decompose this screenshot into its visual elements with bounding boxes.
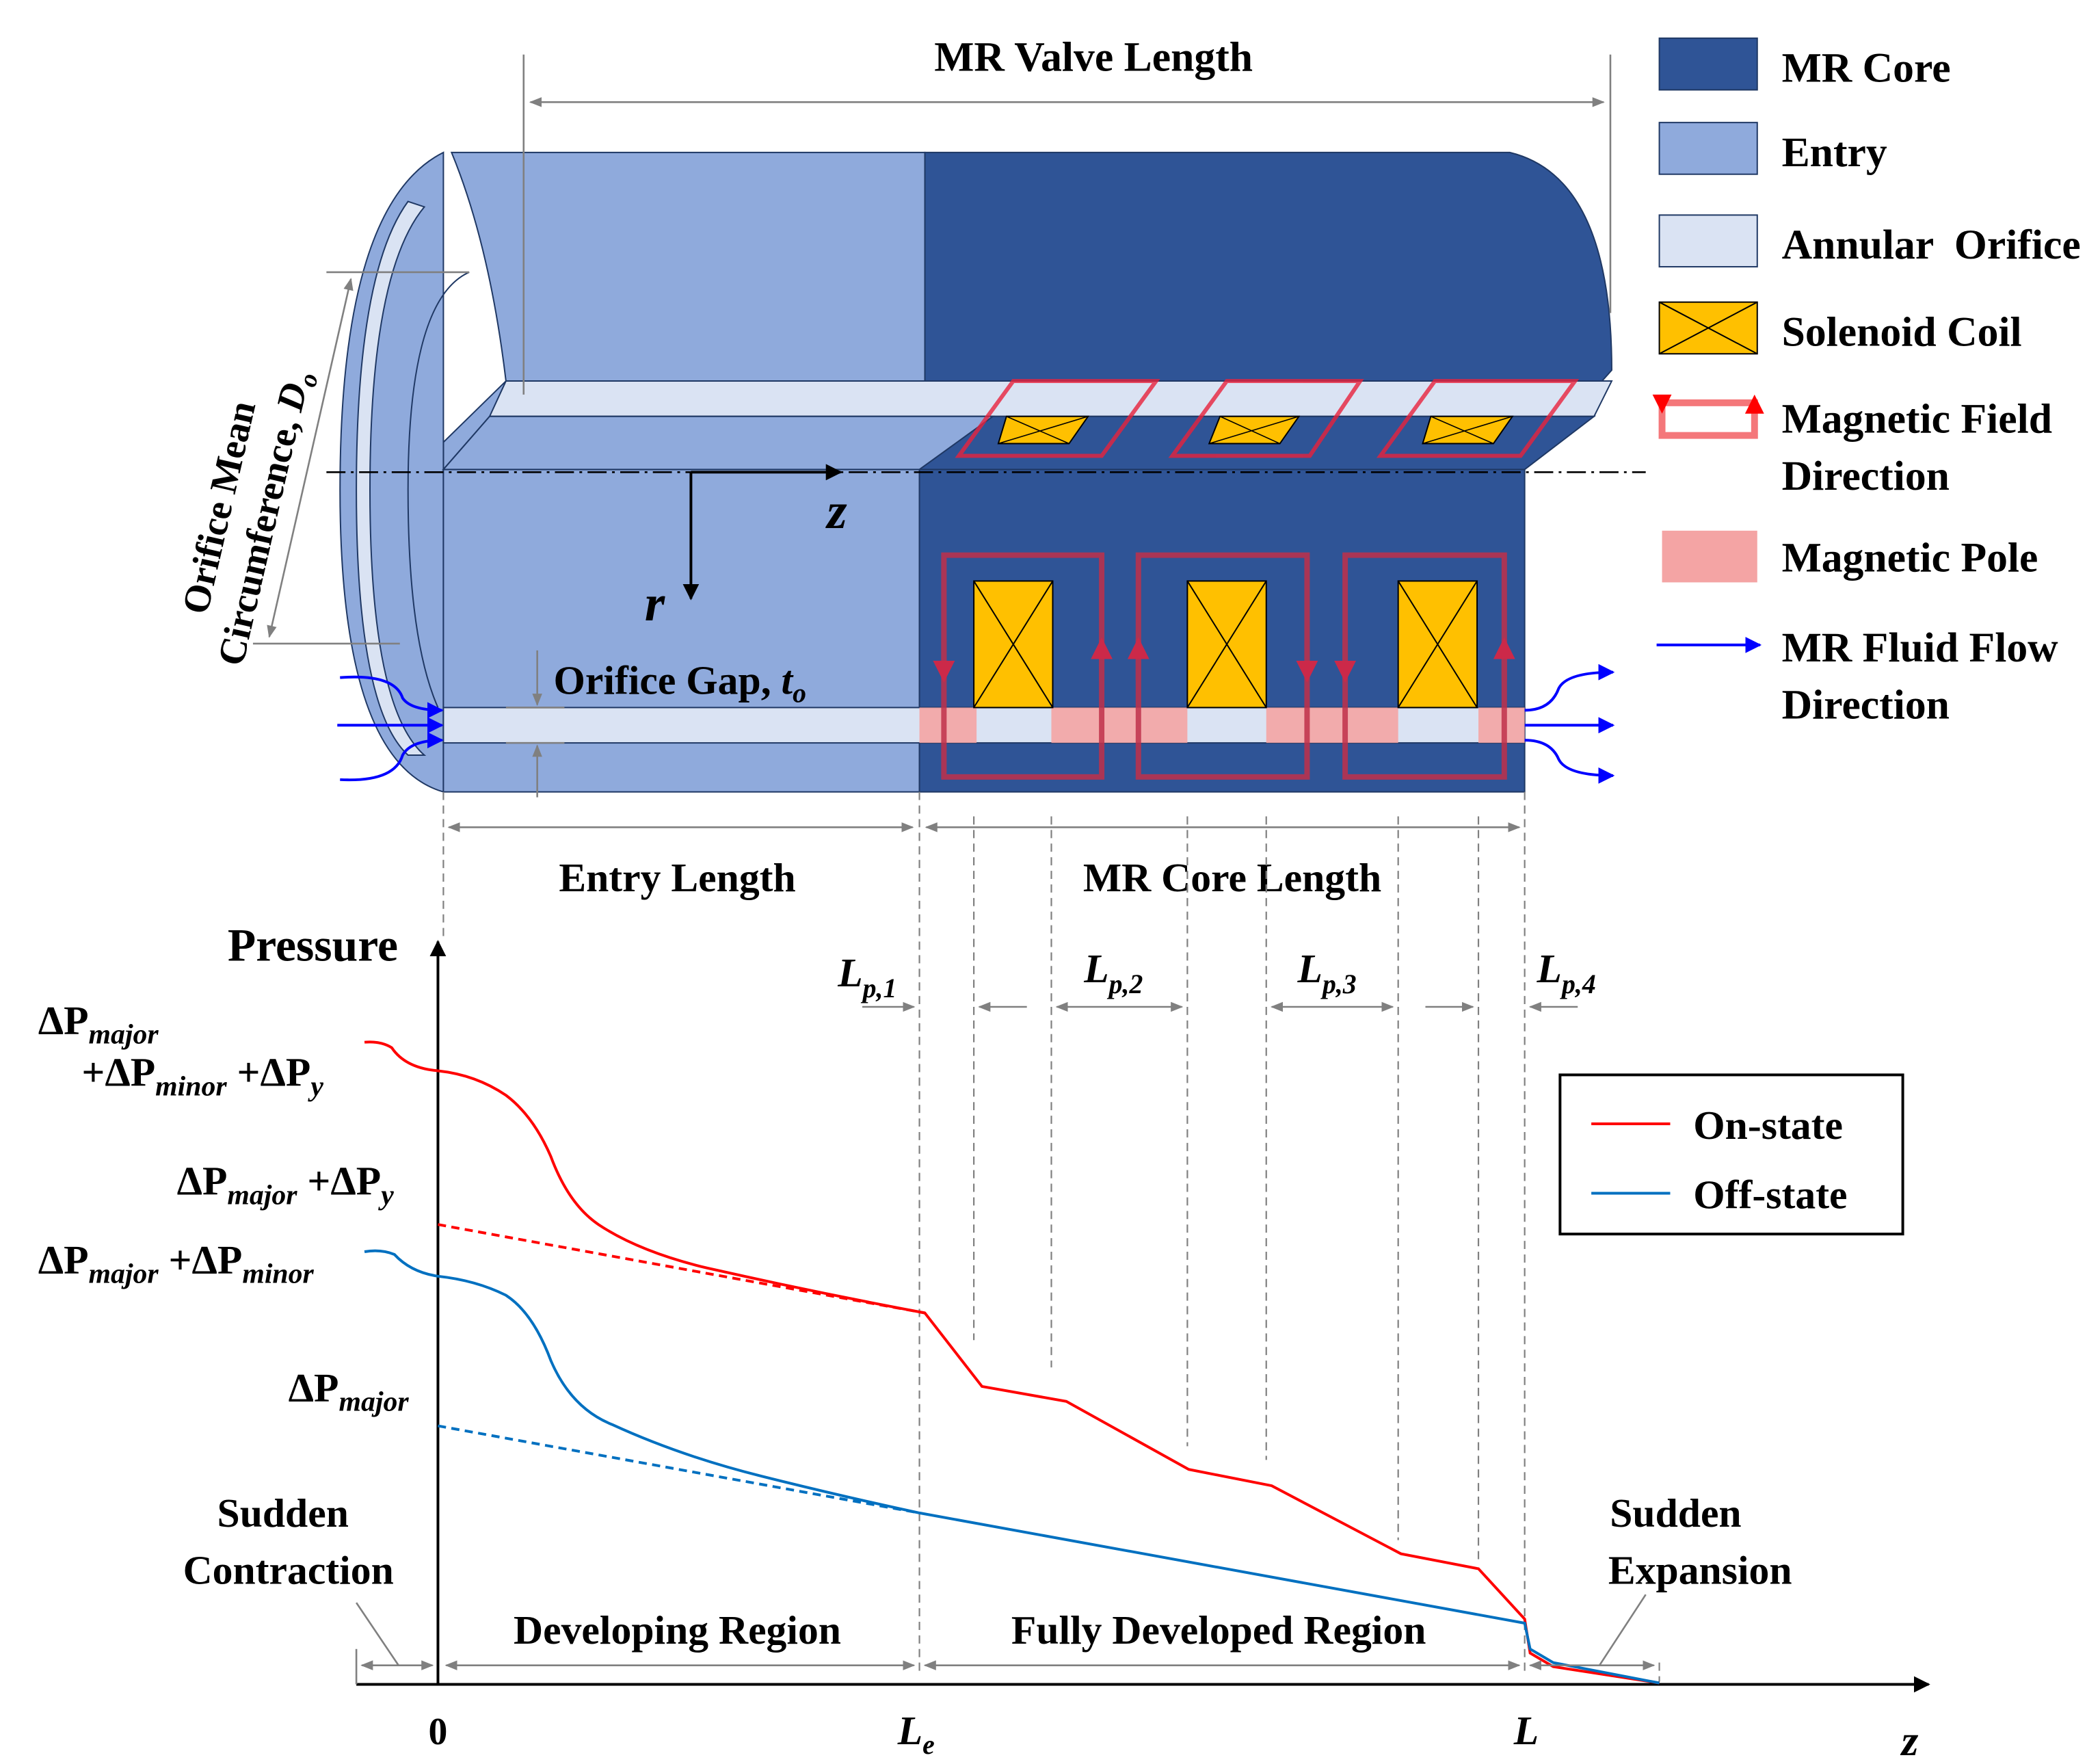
legend-label-off-state: Off-state <box>1693 1172 1847 1217</box>
legend-swatch-annular-orifice <box>1658 214 1758 267</box>
region-fully-developed: Fully Developed Region <box>1011 1607 1426 1653</box>
circumference-label: Orifice Mean Circumference, Do <box>174 371 324 670</box>
off-state-fully-developed-extrapolation <box>438 1424 920 1514</box>
region-expansion-2: Expansion <box>1608 1547 1792 1592</box>
x-tick-zero: 0 <box>429 1711 448 1753</box>
valve-length-label: MR Valve Length <box>934 34 1253 81</box>
annular-orifice-ring <box>356 200 427 757</box>
mr-valve-3d-body: z r MR Valve Length Orifice Mean Circumf… <box>174 34 1646 900</box>
magnetic-field-loops <box>933 552 1515 780</box>
legend-label-magnetic-pole: Magnetic Pole <box>1782 535 2038 581</box>
annular-orifice-top <box>488 380 1613 417</box>
y-label-full-line2: +ΔPminor +ΔPy <box>81 1049 323 1102</box>
orifice-gap-dimension <box>505 650 565 798</box>
pole-label-2: Lp,2 <box>1083 946 1143 999</box>
region-developing: Developing Region <box>514 1607 841 1653</box>
legend-label-magnetic-field-2: Direction <box>1782 453 1950 499</box>
plot-legend: On-state Off-state <box>1558 1073 1904 1236</box>
orifice-gap-label: Orifice Gap, to <box>554 658 806 709</box>
region-contraction-1: Sudden <box>217 1490 349 1536</box>
solenoid-coils-section <box>973 580 1478 709</box>
fluid-flow-arrows <box>337 663 1615 784</box>
pole-label-1: Lp,1 <box>837 950 896 1003</box>
legend-label-mr-fluid-flow-1: MR Fluid Flow <box>1782 624 2059 671</box>
y-label-major: ΔPmajor <box>289 1365 410 1418</box>
x-tick-le: Le <box>897 1708 935 1760</box>
legend-swatch-magnetic-pole <box>1662 530 1757 583</box>
y-label-major-minor: ΔPmajor +ΔPminor <box>38 1237 315 1290</box>
valve-length-dimension <box>522 54 1612 395</box>
x-axis-var: z <box>1900 1716 1919 1762</box>
legend-label-solenoid-coil: Solenoid Coil <box>1782 308 2022 355</box>
y-label-major-y: ΔPmajor +ΔPy <box>177 1158 395 1211</box>
z-axis-label: z <box>825 483 847 540</box>
legend-label-mr-fluid-flow-2: Direction <box>1782 681 1950 728</box>
component-legend: MR Core Entry Annular Orifice Solenoid C… <box>1652 37 2081 728</box>
legend-swatch-mr-core <box>1658 37 1758 91</box>
y-label-full-line1: ΔPmajor <box>38 998 159 1051</box>
on-state-curve <box>364 1040 1660 1685</box>
legend-label-mr-core: MR Core <box>1782 44 1951 91</box>
legend-swatch-magnetic-field <box>1652 394 1764 439</box>
region-expansion-1: Sudden <box>1610 1490 1741 1536</box>
off-state-curve <box>364 1249 1660 1685</box>
y-axis-title: Pressure <box>228 919 398 971</box>
circumference-dimension <box>252 271 470 645</box>
region-dimensions <box>355 1594 1656 1685</box>
region-contraction-2: Contraction <box>183 1547 394 1592</box>
pole-label-3: Lp,3 <box>1297 946 1356 999</box>
x-tick-l: L <box>1513 1708 1539 1753</box>
core-length-label: MR Core Length <box>1083 855 1381 900</box>
pressure-plot: Pressure z 0 Le L Lp,1 Lp,2 Lp,3 Lp,4 ΔP… <box>38 919 1930 1762</box>
pole-label-4: Lp,4 <box>1537 946 1596 999</box>
r-axis-label: r <box>645 575 665 632</box>
legend-swatch-solenoid-coil <box>1658 301 1758 355</box>
legend-label-entry: Entry <box>1782 129 1887 176</box>
solenoid-coils-top <box>955 379 1580 458</box>
guide-lines <box>442 791 1660 1682</box>
on-state-fully-developed-extrapolation <box>438 1223 925 1315</box>
magnetic-poles <box>919 707 1525 744</box>
legend-swatch-entry <box>1658 122 1758 175</box>
legend-label-annular-orifice: Annular Orifice <box>1782 222 2081 268</box>
entry-length-label: Entry Length <box>559 855 795 900</box>
legend-label-magnetic-field-1: Magnetic Field <box>1782 396 2052 443</box>
legend-label-on-state: On-state <box>1693 1103 1843 1148</box>
